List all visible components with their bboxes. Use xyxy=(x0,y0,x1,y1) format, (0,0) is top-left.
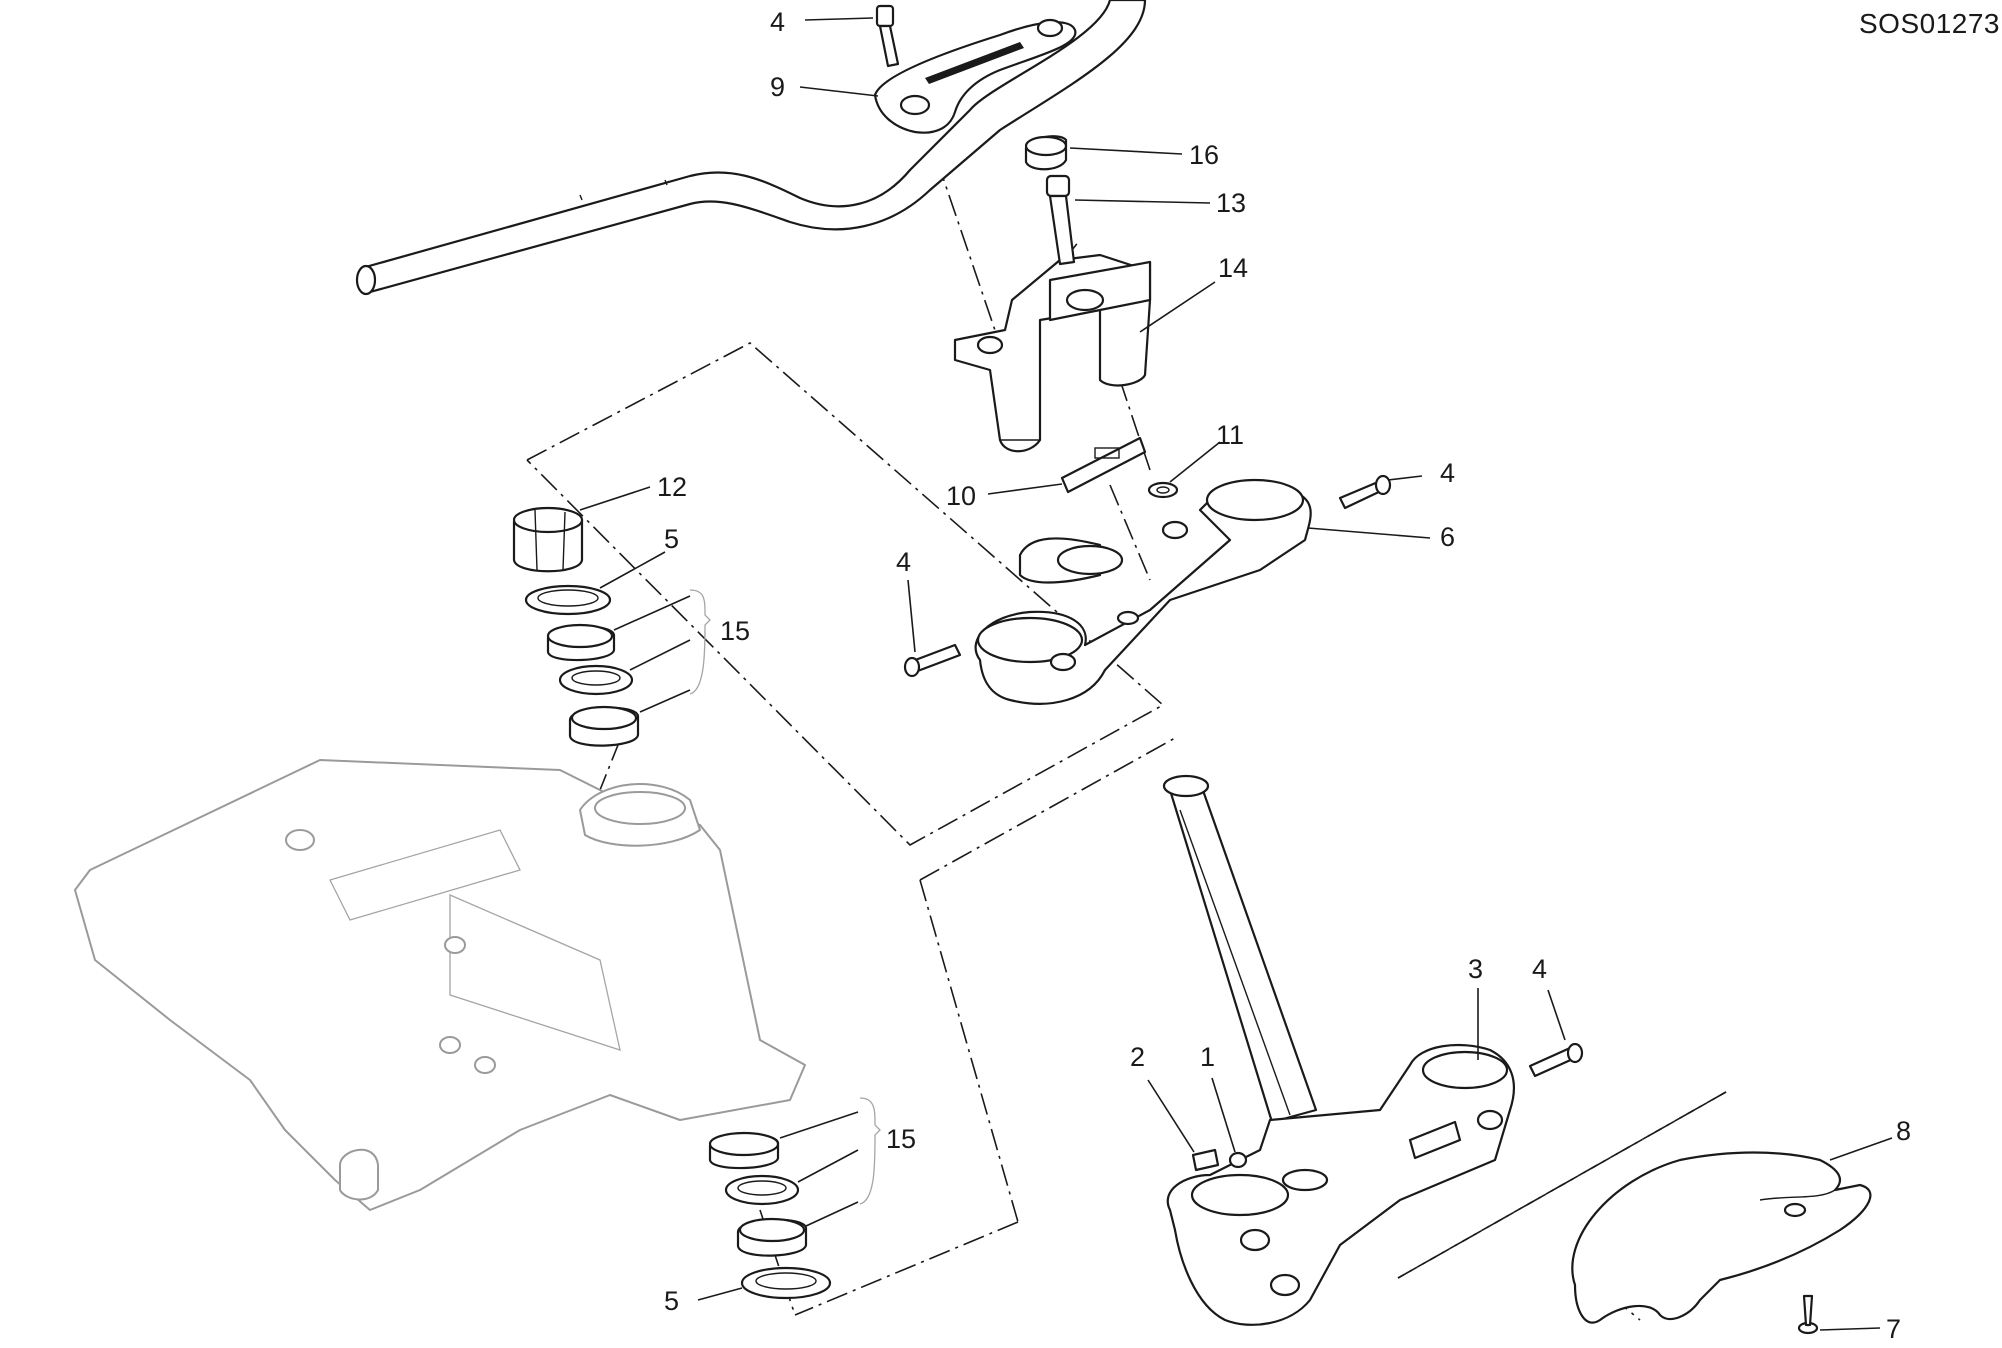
lower-clamp-bolt xyxy=(1528,1042,1584,1078)
guard-screw xyxy=(1797,1294,1819,1335)
bearing-race-top-b xyxy=(568,705,640,747)
upper-clamp-bolt-left xyxy=(903,643,962,678)
callout-2: 2 xyxy=(1130,1042,1145,1072)
callout-16: 16 xyxy=(1189,140,1219,170)
grub-screw-2 xyxy=(1191,1148,1220,1172)
callout-15-top: 15 xyxy=(720,616,750,646)
id-plate xyxy=(1060,436,1147,494)
callout-4-right: 4 xyxy=(1440,458,1455,488)
upper-clamp-bolt-right xyxy=(1338,474,1392,510)
seal-5-bottom xyxy=(740,1266,832,1300)
handlebar xyxy=(355,0,1147,296)
callout-11: 11 xyxy=(1216,420,1244,450)
callout-7: 7 xyxy=(1886,1314,1901,1344)
callout-14: 14 xyxy=(1218,253,1248,283)
motorcycle-frame xyxy=(74,759,806,1211)
callout-5-bottom: 5 xyxy=(664,1286,679,1316)
brace-15-bottom xyxy=(859,1097,881,1205)
callout-10: 10 xyxy=(946,481,976,511)
bearing-race-bottom-b xyxy=(736,1217,808,1257)
callout-5-top: 5 xyxy=(664,524,679,554)
seal-5-top xyxy=(524,584,612,616)
bearing-balls-top xyxy=(558,664,634,696)
handlebar-clamp xyxy=(873,18,1077,134)
upper-triple-clamp xyxy=(974,478,1312,705)
callout-6: 6 xyxy=(1440,522,1455,552)
clamp-bolt-top xyxy=(875,4,900,68)
bearing-race-bottom-a xyxy=(708,1131,780,1170)
lower-triple-clamp xyxy=(1166,1043,1515,1326)
callout-4-left: 4 xyxy=(896,547,911,577)
riser-cap xyxy=(1024,135,1068,171)
brace-15-top xyxy=(689,589,711,695)
callout-9: 9 xyxy=(770,72,785,102)
callout-15-bottom: 15 xyxy=(886,1124,916,1154)
handlebar-riser xyxy=(953,253,1152,453)
callout-3: 3 xyxy=(1468,954,1483,984)
bearing-race-top-a xyxy=(546,623,616,662)
callout-12: 12 xyxy=(657,472,687,502)
steering-guard xyxy=(1571,1151,1872,1324)
leader-lines xyxy=(579,17,1893,1331)
callout-4-lower: 4 xyxy=(1532,954,1547,984)
callout-4-top: 4 xyxy=(770,7,785,37)
bearing-balls-bottom xyxy=(724,1174,800,1206)
callout-13: 13 xyxy=(1216,188,1246,218)
washer-1 xyxy=(1228,1151,1248,1169)
steering-stem xyxy=(1162,774,1318,1124)
steering-nut xyxy=(512,506,584,573)
washer-11 xyxy=(1147,481,1179,499)
callout-1: 1 xyxy=(1200,1042,1215,1072)
callout-8: 8 xyxy=(1896,1116,1911,1146)
riser-bolt xyxy=(1045,174,1076,266)
callout-labels: 4 9 16 13 14 11 10 4 6 4 12 5 15 3 4 2 1… xyxy=(657,7,1911,1344)
diagram-reference-code: SOS01273 xyxy=(1859,8,2000,39)
